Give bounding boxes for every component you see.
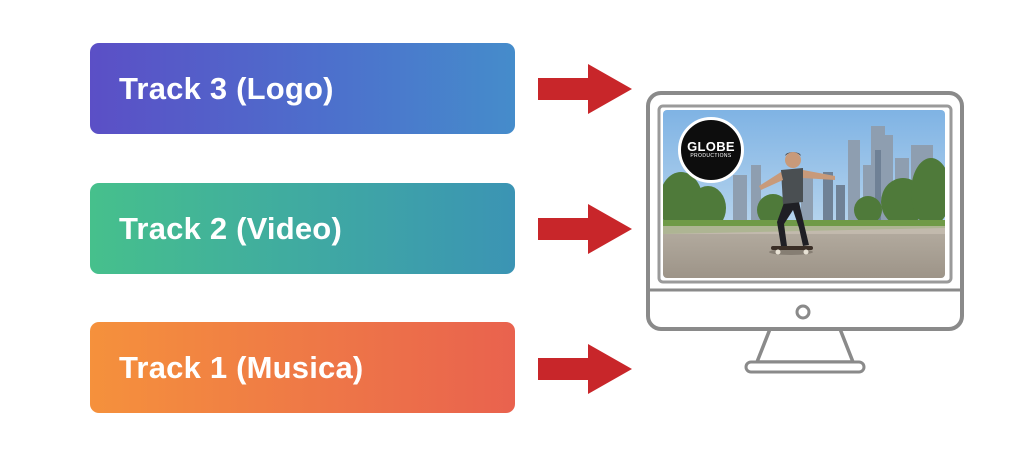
video-screen-image — [663, 110, 945, 278]
track-1-label: Track 1 (Musica) — [119, 349, 364, 385]
logo-sub-text: PRODUCTIONS — [690, 153, 732, 159]
track-1-box: Track 1 (Musica) — [90, 322, 515, 413]
right-arrow-icon — [538, 344, 632, 394]
logo-main-text: GLOBE — [687, 139, 735, 154]
track-3-label: Track 3 (Logo) — [119, 70, 334, 106]
globe-logo-badge: GLOBE PRODUCTIONS — [678, 117, 744, 183]
right-arrow-icon — [538, 64, 632, 114]
track-2-label: Track 2 (Video) — [119, 210, 342, 246]
track-2-box: Track 2 (Video) — [90, 183, 515, 274]
track-3-box: Track 3 (Logo) — [90, 43, 515, 134]
right-arrow-icon — [538, 204, 632, 254]
